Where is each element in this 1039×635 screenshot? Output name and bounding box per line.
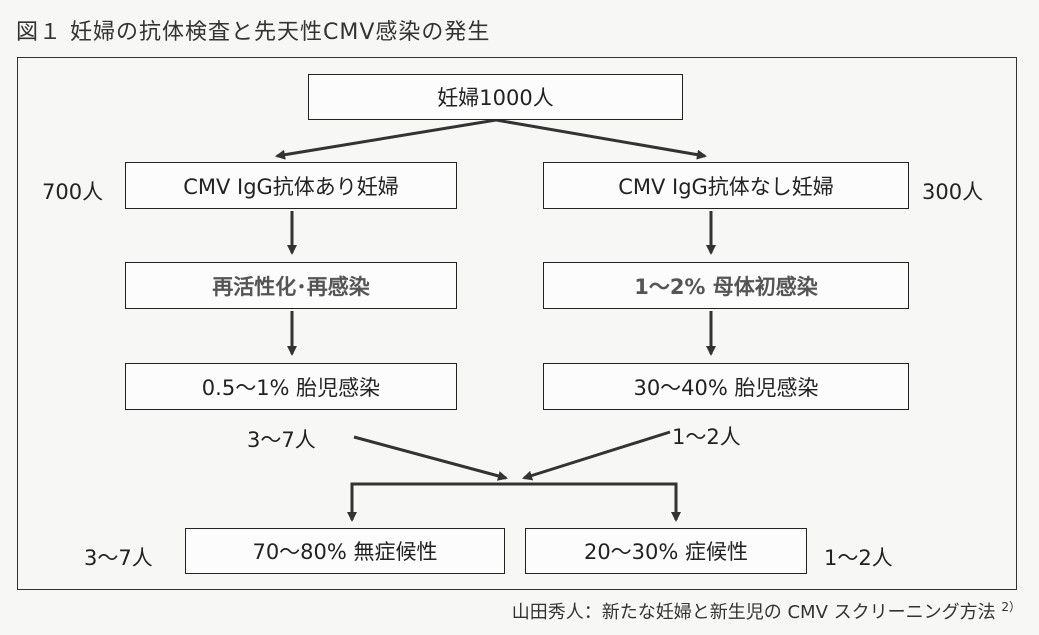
- outcome-bracket: [350, 482, 678, 518]
- antibody-positive-label: CMV IgG抗体あり妊婦: [183, 174, 399, 199]
- right-fetal-infection-box: 30～40% 胎児感染: [543, 363, 909, 410]
- right-count-label: 300人: [922, 180, 984, 204]
- diagram-frame: [17, 57, 1017, 590]
- symptomatic-label: 20～30% 症候性: [583, 540, 749, 564]
- pregnant-women-total-box: 妊婦1000人: [308, 74, 683, 120]
- arrow-top-right: [495, 118, 707, 160]
- citation-ref: 2）: [1001, 600, 1021, 614]
- left-count-label: 700人: [42, 180, 104, 204]
- antibody-negative-label: CMV IgG抗体なし妊婦: [618, 174, 834, 199]
- citation-text: 山田秀人：新たな妊婦と新生児の CMV スクリーニング方法: [511, 602, 996, 623]
- reactivation-label: 再活性化･再感染: [212, 274, 370, 299]
- right-fetal-count: 1～2人: [672, 425, 741, 449]
- outcome-left-count: 3～7人: [84, 546, 153, 570]
- right-fetal-infection-label: 30～40% 胎児感染: [633, 375, 819, 400]
- arrow-converge-left: [353, 435, 508, 481]
- reactivation-box: 再活性化･再感染: [125, 262, 457, 309]
- symptomatic-box: 20～30% 症候性: [525, 528, 807, 574]
- primary-infection-box: 1～2% 母体初感染: [543, 262, 909, 309]
- antibody-positive-box: CMV IgG抗体あり妊婦: [125, 162, 457, 209]
- source-citation: 山田秀人：新たな妊婦と新生児の CMV スクリーニング方法 2）: [512, 598, 1021, 624]
- figure-title: 図１ 妊婦の抗体検査と先天性CMV感染の発生: [16, 20, 491, 45]
- left-fetal-infection-box: 0.5～1% 胎児感染: [125, 363, 457, 410]
- asymptomatic-label: 70～80% 無症候性: [252, 540, 438, 564]
- pregnant-women-total-label: 妊婦1000人: [437, 86, 554, 110]
- arrow-top-left: [275, 118, 497, 160]
- asymptomatic-box: 70～80% 無症候性: [185, 528, 505, 574]
- left-fetal-infection-label: 0.5～1% 胎児感染: [201, 375, 381, 400]
- antibody-negative-box: CMV IgG抗体なし妊婦: [543, 162, 909, 209]
- arrow-converge-right: [522, 430, 671, 481]
- left-fetal-count: 3～7人: [247, 428, 316, 452]
- outcome-right-count: 1～2人: [824, 546, 893, 570]
- primary-infection-label: 1～2% 母体初感染: [634, 274, 818, 299]
